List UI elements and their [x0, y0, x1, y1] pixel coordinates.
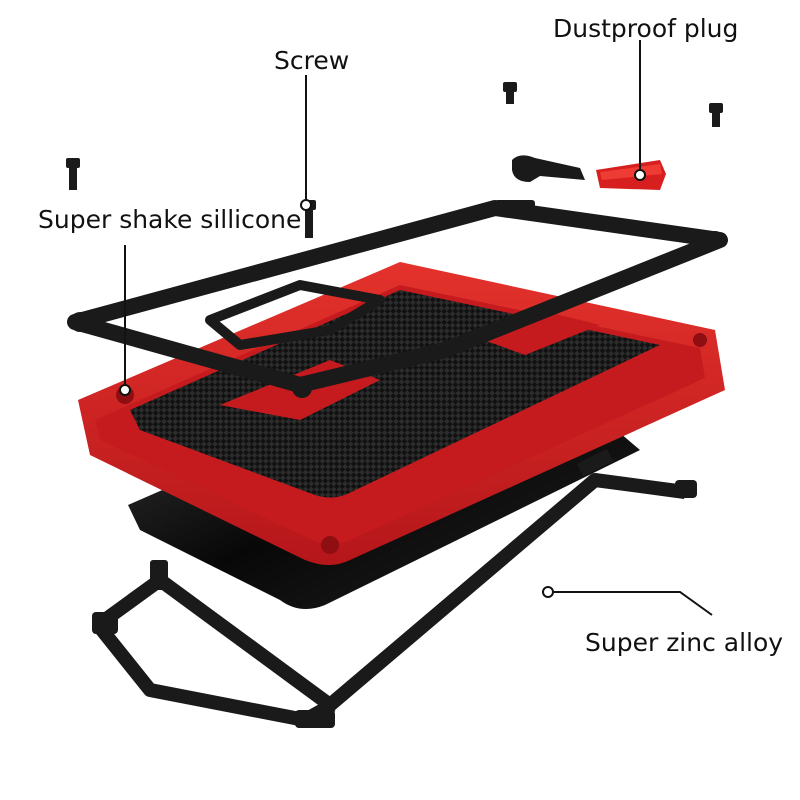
dustproof-plug-label: Dustproof plug [553, 14, 739, 43]
black-top-frame [67, 200, 728, 393]
zinc-alloy-corner-pieces [92, 480, 697, 728]
screw-label: Screw [274, 46, 350, 75]
screw-icon [503, 82, 517, 104]
leader-lines [124, 40, 713, 616]
red-silicone-frame [78, 262, 725, 565]
screw-icon [709, 103, 723, 127]
dustproof-plug [596, 160, 666, 190]
screw-icon [66, 158, 80, 190]
leader-dots [119, 169, 646, 598]
silicone-label: Super shake sillicone [38, 205, 302, 234]
zinc-alloy-label: Super zinc alloy [585, 628, 784, 657]
bolt-hinge-icon [512, 155, 585, 182]
black-top-frame-corners [70, 200, 724, 398]
